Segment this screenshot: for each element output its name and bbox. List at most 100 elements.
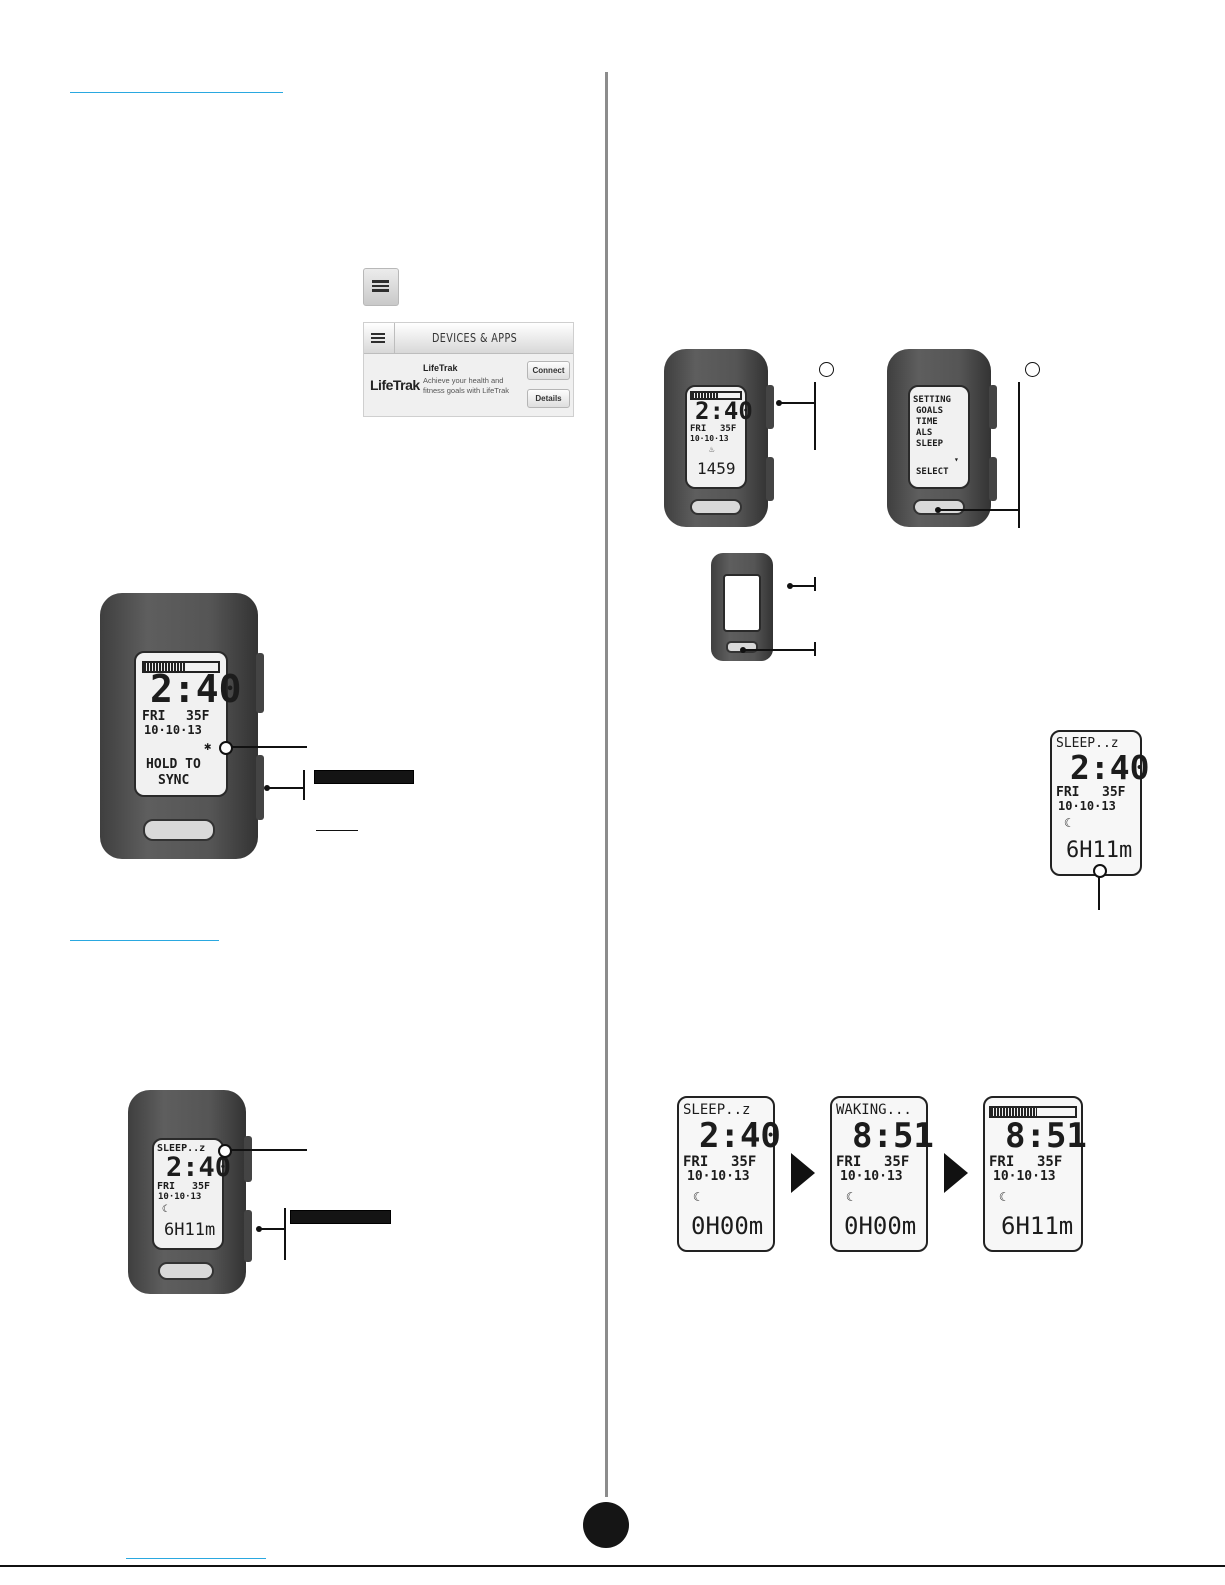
- watch-screen: SLEEP..z 2:40 FRI 35F 10·10·13 ☾ 6H11m: [152, 1138, 231, 1250]
- date-display: 10·10·13: [840, 1169, 903, 1184]
- temp-display: 35F: [192, 1181, 211, 1192]
- callout-line: [814, 577, 816, 591]
- date-display: 10·10·13: [993, 1169, 1056, 1184]
- side-button-bottom[interactable]: [989, 457, 997, 501]
- arrow-right-icon: [944, 1153, 968, 1193]
- time-display: 2:40: [699, 1116, 781, 1156]
- side-button-top[interactable]: [989, 385, 997, 429]
- callout-line: [814, 382, 816, 450]
- side-button-bottom[interactable]: [244, 1210, 252, 1262]
- sleep-screen-panel: SLEEP..z 2:40 FRI 35F 10·10·13 ☾ 6H11m: [1050, 730, 1149, 876]
- time-display: 2:40: [150, 667, 242, 711]
- date-display: 10·10·13: [1058, 799, 1116, 813]
- menu-title: SETTING: [913, 395, 951, 405]
- status-callout-marker: [218, 1144, 232, 1158]
- menu-item-sleep: SLEEP: [916, 439, 944, 449]
- watch-sleep: SLEEP..z 2:40 FRI 35F 10·10·13 ☾ 6H11m: [128, 1090, 258, 1295]
- connect-button[interactable]: Connect: [527, 361, 570, 380]
- callout-dot: [776, 400, 782, 406]
- watch-menu-display: SETTING GOALS TIME ALS SLEEP ▾ SELECT: [887, 349, 1002, 529]
- watch-screen: 2:40 FRI 35F 10·10·13 ✱ HOLD TO SYNC: [134, 651, 242, 797]
- date-display: 10·10·13: [690, 434, 729, 443]
- callout-dot: [264, 785, 270, 791]
- callout-line: [230, 1149, 307, 1151]
- side-button-top[interactable]: [244, 1136, 252, 1182]
- step-number-1: [819, 362, 834, 377]
- side-button-bottom[interactable]: [256, 755, 264, 820]
- callout-line: [260, 1228, 285, 1230]
- callout-line: [744, 649, 815, 651]
- moon-icon: ☾: [693, 1190, 701, 1204]
- section-heading-rule: [70, 92, 283, 93]
- sleep-duration: 6H11m: [164, 1220, 216, 1240]
- hamburger-icon[interactable]: [371, 333, 385, 343]
- page-number-badge: [583, 1502, 629, 1548]
- bottom-button[interactable]: [143, 819, 215, 841]
- moon-icon: ☾: [162, 1204, 169, 1215]
- callout-dot: [787, 583, 793, 589]
- sleep-duration: 6H11m: [1066, 838, 1133, 863]
- battery-bar: [989, 1106, 1077, 1118]
- callout-dot: [740, 647, 746, 653]
- date-display: 10·10·13: [158, 1192, 202, 1202]
- flame-icon: ♨: [709, 445, 715, 455]
- moon-icon: ☾: [1064, 816, 1072, 830]
- calorie-value: 1459: [697, 459, 736, 478]
- temp-display: 35F: [1102, 785, 1126, 800]
- callout-line: [1098, 876, 1100, 910]
- callout-dot: [256, 1226, 262, 1232]
- scroll-down-icon: ▾: [954, 455, 959, 464]
- hamburger-icon: [372, 280, 389, 292]
- menu-item-time: TIME: [916, 417, 938, 427]
- watch-sync: 2:40 FRI 35F 10·10·13 ✱ HOLD TO SYNC: [100, 593, 270, 861]
- day-display: FRI: [690, 424, 707, 434]
- callout-line: [814, 642, 816, 656]
- callout-dot: [935, 507, 941, 513]
- temp-display: 35F: [720, 424, 737, 434]
- sequence-panel-sleep: SLEEP..z 2:40 FRI 35F 10·10·13 ☾ 0H00m: [677, 1096, 781, 1252]
- side-button-top[interactable]: [256, 653, 264, 713]
- redacted-label: [290, 1210, 391, 1224]
- sleep-status: SLEEP..z: [1056, 736, 1119, 751]
- app-header-title: DEVICES & APPS: [432, 331, 518, 345]
- watch-outline-diagram: [711, 553, 783, 663]
- day-display: FRI: [157, 1181, 176, 1192]
- side-button-bottom[interactable]: [766, 457, 774, 501]
- temp-display: 35F: [186, 709, 210, 724]
- date-display: 10·10·13: [687, 1169, 750, 1184]
- temp-display: 35F: [884, 1154, 910, 1170]
- bluetooth-callout-marker: [219, 741, 233, 755]
- callout-line: [791, 585, 815, 587]
- bottom-button[interactable]: [690, 499, 742, 515]
- callout-line: [303, 770, 305, 800]
- bottom-button[interactable]: [158, 1262, 214, 1280]
- day-display: FRI: [989, 1154, 1015, 1170]
- time-display: 2:40: [1070, 748, 1150, 787]
- sleep-status: SLEEP..z: [683, 1102, 751, 1118]
- time-display: 2:40: [695, 397, 753, 425]
- callout-line: [939, 509, 1019, 511]
- sync-text: SYNC: [158, 773, 190, 788]
- devices-apps-panel: DEVICES & APPS LifeTrak LifeTrak Achieve…: [363, 322, 574, 417]
- sequence-panel-awake: 8:51 FRI 35F 10·10·13 ☾ 6H11m: [983, 1096, 1087, 1252]
- small-rule: [316, 830, 358, 831]
- sleep-duration: 6H11m: [1001, 1212, 1074, 1240]
- callout-line: [1018, 382, 1020, 528]
- time-display: 2:40: [166, 1152, 232, 1183]
- sequence-panel-waking: WAKING... 8:51 FRI 35F 10·10·13 ☾ 0H00m: [830, 1096, 934, 1252]
- sleep-status: SLEEP..z: [157, 1143, 206, 1154]
- callout-line: [231, 746, 307, 748]
- sleep-duration: 0H00m: [691, 1212, 764, 1240]
- duration-callout-marker: [1093, 864, 1107, 878]
- menu-button[interactable]: [363, 268, 399, 306]
- time-display: 8:51: [852, 1116, 934, 1156]
- app-item-description: Achieve your health and fitness goals wi…: [423, 376, 510, 395]
- time-display: 8:51: [1005, 1116, 1087, 1156]
- details-button[interactable]: Details: [527, 389, 570, 408]
- step-number-2: [1025, 362, 1040, 377]
- app-item-name: LifeTrak: [423, 363, 458, 373]
- day-display: FRI: [683, 1154, 709, 1170]
- side-button-top[interactable]: [766, 385, 774, 429]
- day-display: FRI: [836, 1154, 862, 1170]
- bottom-rule: [0, 1565, 1225, 1567]
